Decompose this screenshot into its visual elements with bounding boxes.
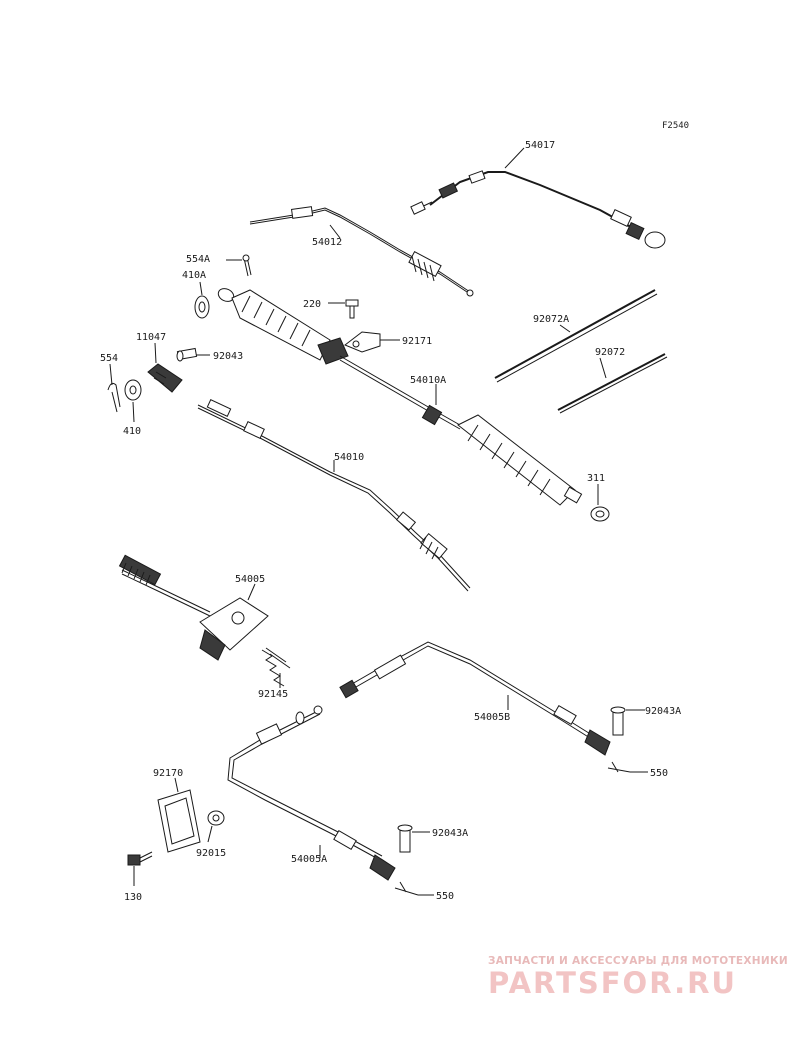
label-54005: 54005 — [235, 574, 265, 585]
cable-54017[interactable] — [410, 170, 666, 249]
cotter-pin-554[interactable] — [107, 382, 121, 413]
label-92043: 92043 — [213, 351, 243, 362]
pin-92043A-lower[interactable] — [397, 824, 413, 853]
label-410: 410 — [123, 426, 141, 437]
cable-54005B[interactable] — [339, 641, 611, 756]
clamp-92171[interactable] — [344, 331, 381, 353]
label-92171: 92171 — [402, 336, 432, 347]
label-92145: 92145 — [258, 689, 288, 700]
cable-54010A[interactable] — [216, 286, 583, 506]
label-550-upper: 550 — [650, 768, 668, 779]
clip-550-lower[interactable] — [394, 881, 419, 896]
cable-54012[interactable] — [249, 206, 474, 297]
label-54010A: 54010A — [410, 375, 446, 386]
cable-tie-92072[interactable] — [557, 353, 668, 414]
label-11047: 11047 — [136, 332, 166, 343]
label-54010: 54010 — [334, 452, 364, 463]
cable-tie-92072A[interactable] — [494, 289, 658, 383]
label-92043A-lower: 92043A — [432, 828, 468, 839]
label-92043A-upper: 92043A — [645, 706, 681, 717]
washer-410A[interactable] — [194, 295, 210, 319]
bolt-130[interactable] — [127, 851, 153, 866]
cable-54010[interactable] — [197, 399, 471, 592]
label-410A: 410A — [182, 270, 206, 281]
label-92072A: 92072A — [533, 314, 569, 325]
label-554: 554 — [100, 353, 118, 364]
pin-92043A-upper[interactable] — [610, 706, 626, 736]
bracket-92170[interactable] — [157, 789, 201, 853]
nut-92015[interactable] — [207, 810, 225, 826]
diagram-code: F2540 — [662, 121, 690, 131]
label-92072: 92072 — [595, 347, 625, 358]
bracket-11047[interactable] — [147, 363, 183, 393]
clip-550-upper[interactable] — [607, 761, 631, 773]
spring-92145[interactable] — [261, 647, 291, 687]
label-550-lower: 550 — [436, 891, 454, 902]
watermark-brand: PARTSFOR.RU — [488, 966, 737, 1000]
label-54017: 54017 — [525, 140, 555, 151]
washer-410[interactable] — [124, 379, 142, 401]
cotter-pin-554A[interactable] — [242, 254, 252, 277]
pin-92043[interactable] — [176, 347, 198, 362]
watermark-tagline: ЗАПЧАСТИ И АКСЕССУАРЫ ДЛЯ МОТОТЕХНИКИ — [488, 955, 788, 967]
label-130: 130 — [124, 892, 142, 903]
label-54012: 54012 — [312, 237, 342, 248]
label-54005B: 54005B — [474, 712, 510, 723]
cable-54005[interactable] — [118, 554, 269, 661]
cable-54005A[interactable] — [227, 705, 396, 881]
label-92015: 92015 — [196, 848, 226, 859]
label-554A: 554A — [186, 254, 210, 265]
bolt-220[interactable] — [345, 299, 359, 319]
label-311: 311 — [587, 473, 605, 484]
label-220: 220 — [303, 299, 321, 310]
label-54005A: 54005A — [291, 854, 327, 865]
nut-311[interactable] — [590, 506, 610, 522]
label-92170: 92170 — [153, 768, 183, 779]
